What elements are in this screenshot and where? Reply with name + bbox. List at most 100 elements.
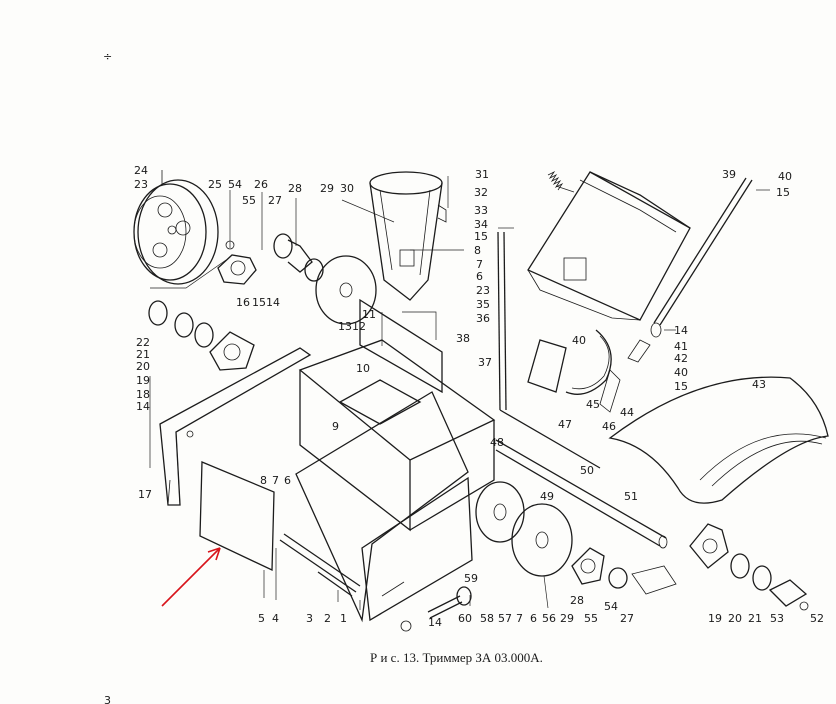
part-label: 29 (320, 182, 334, 195)
part-label: 23 (476, 284, 490, 297)
red-arrow-annotation (161, 547, 221, 607)
discharge-deflector (608, 376, 829, 504)
pulley-wheel (133, 170, 219, 285)
part-label: 28 (570, 594, 584, 607)
part-label: 14 (428, 616, 442, 629)
part-label: 26 (254, 178, 268, 191)
cutter-disc-lower-1 (475, 481, 525, 543)
part-label: 52 (810, 612, 824, 625)
part-label: 42 (674, 352, 688, 365)
part-label: 49 (540, 490, 554, 503)
figure-caption: Р и с. 13. Триммер ЗА 03.000А. (370, 650, 543, 665)
shaft-front (279, 533, 361, 597)
cover-plate (199, 461, 275, 572)
part-label: 21 (748, 612, 762, 625)
part-label: 29 (560, 612, 574, 625)
part-label: 33 (474, 204, 488, 217)
part-label: 51 (624, 490, 638, 503)
part-label: 17 (138, 488, 152, 501)
part-label: 38 (456, 332, 470, 345)
part-label: 37 (478, 356, 492, 369)
part-label: 6 (476, 270, 483, 283)
part-label: 50 (580, 464, 594, 477)
part-label: 20 (728, 612, 742, 625)
part-label: 47 (558, 418, 572, 431)
part-label: 15 (776, 186, 790, 199)
part-label: 4 (272, 612, 279, 625)
bearing-housing-lower-right (689, 523, 809, 611)
part-label: 11 (362, 308, 376, 321)
part-label: 35 (476, 298, 490, 311)
part-label: 60 (458, 612, 472, 625)
frame-side-plate-left (159, 347, 312, 506)
bearing-housing-upper (217, 240, 257, 285)
part-label: 15 (252, 296, 266, 309)
part-label: 19 (136, 374, 150, 387)
part-label: 13 (338, 320, 352, 333)
stray-mark-bottom: 3 (104, 694, 111, 704)
part-label: 9 (332, 420, 339, 433)
part-label: 44 (620, 406, 634, 419)
part-label: 10 (356, 362, 370, 375)
part-label: 54 (604, 600, 618, 613)
adjusting-rod (627, 177, 753, 363)
part-label: 53 (770, 612, 784, 625)
part-label: 32 (474, 186, 488, 199)
part-label: 36 (476, 312, 490, 325)
part-label: 31 (475, 168, 489, 181)
bearing-stack-left (148, 300, 255, 371)
part-label: 34 (474, 218, 488, 231)
part-label: 8 (260, 474, 267, 487)
part-label: 15 (674, 380, 688, 393)
cutter-disc-upper (315, 255, 377, 325)
part-label: 6 (284, 474, 291, 487)
part-label: 12 (352, 320, 366, 333)
part-label: 40 (778, 170, 792, 183)
shaft-coupling (273, 233, 324, 282)
part-label: 45 (586, 398, 600, 411)
part-label: 24 (134, 164, 148, 177)
part-number-labels: 24 23 25 54 26 55 27 28 29 30 31 32 33 3… (134, 164, 824, 629)
part-label: 6 (530, 612, 537, 625)
part-label: 5 (258, 612, 265, 625)
part-label: 2 (324, 612, 331, 625)
part-label: 15 (474, 230, 488, 243)
part-label: 54 (228, 178, 242, 191)
part-label: 28 (288, 182, 302, 195)
toothed-sector (527, 329, 621, 413)
part-label: 58 (480, 612, 494, 625)
part-label: 55 (584, 612, 598, 625)
part-label: 40 (572, 334, 586, 347)
part-label: 14 (674, 324, 688, 337)
part-label: 14 (136, 400, 150, 413)
part-label: 14 (266, 296, 280, 309)
part-label: 41 (674, 340, 688, 353)
leader-lines (149, 176, 770, 610)
part-label: 55 (242, 194, 256, 207)
side-bar (497, 231, 601, 469)
part-label: 21 (136, 348, 150, 361)
part-label: 27 (268, 194, 282, 207)
chute-housing (527, 171, 691, 321)
part-label: 25 (208, 178, 222, 191)
part-label: 1 (340, 612, 347, 625)
part-label: 20 (136, 360, 150, 373)
threaded-bolt (400, 586, 472, 632)
part-label: 3 (306, 612, 313, 625)
part-label: 8 (474, 244, 481, 257)
part-label: 19 (708, 612, 722, 625)
part-label: 39 (722, 168, 736, 181)
part-label: 30 (340, 182, 354, 195)
part-label: 59 (464, 572, 478, 585)
part-label: 56 (542, 612, 556, 625)
part-label: 7 (516, 612, 523, 625)
part-label: 16 (236, 296, 250, 309)
part-label: 18 (136, 388, 150, 401)
part-label: 46 (602, 420, 616, 433)
part-label: 7 (476, 258, 483, 271)
part-label: 27 (620, 612, 634, 625)
spring-part (547, 170, 564, 191)
part-label: 43 (752, 378, 766, 391)
part-label: 48 (490, 436, 504, 449)
